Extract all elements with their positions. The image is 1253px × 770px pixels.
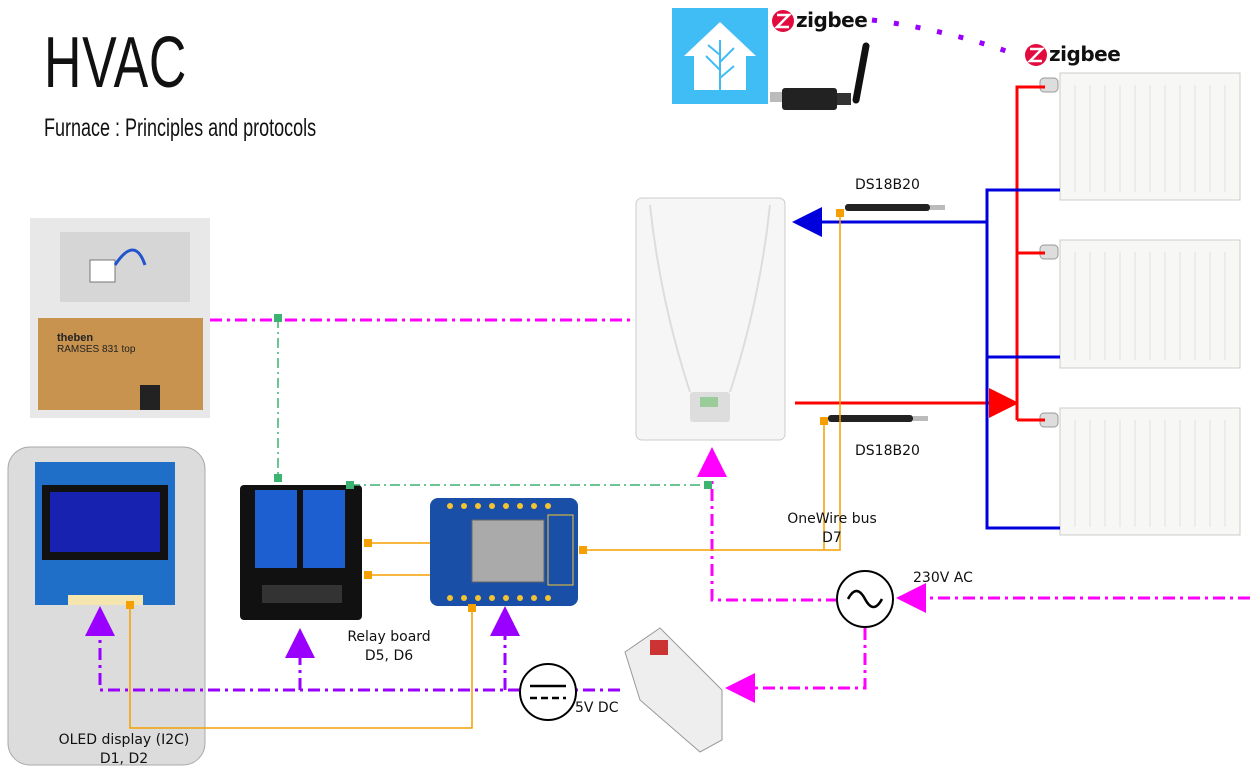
ac-label: 230V AC	[913, 570, 973, 586]
page-subtitle: Furnace : Principles and protocols	[44, 114, 317, 142]
home-assistant-logo	[672, 8, 768, 104]
dc-source-icon	[519, 663, 577, 721]
relay-board	[240, 485, 362, 620]
oled-display	[35, 462, 175, 605]
sensor-label-return: DS18B20	[855, 443, 920, 459]
thermostat	[30, 218, 210, 418]
signal-wiring	[129, 213, 841, 729]
ac-source-icon	[836, 570, 894, 628]
thermostat-brand: theben	[57, 332, 94, 344]
dc-label: 5V DC	[575, 700, 619, 716]
sensor-label-supply: DS18B20	[855, 177, 920, 193]
usb-zigbee-dongle	[770, 42, 870, 110]
page-title: HVAC	[44, 23, 188, 103]
radiator	[1039, 239, 1241, 369]
dc-wiring	[85, 606, 620, 692]
zigbee-label: zigbee	[796, 8, 868, 32]
thermostat-model: RAMSES 831 top	[57, 344, 136, 355]
zigbee-wireless-link	[871, 17, 1021, 59]
relay-link	[277, 318, 708, 486]
temperature-probe	[828, 204, 945, 422]
zigbee-label: zigbee	[1049, 42, 1121, 66]
oled-label: OLED display (I2C)D1, D2	[58, 732, 190, 767]
boiler	[635, 197, 786, 441]
radiators	[1039, 72, 1241, 536]
radiator	[1039, 407, 1241, 536]
heating-pipes	[792, 85, 1060, 530]
esp8266-board	[430, 498, 578, 606]
radiator	[1039, 72, 1241, 201]
power-supply	[624, 627, 723, 753]
